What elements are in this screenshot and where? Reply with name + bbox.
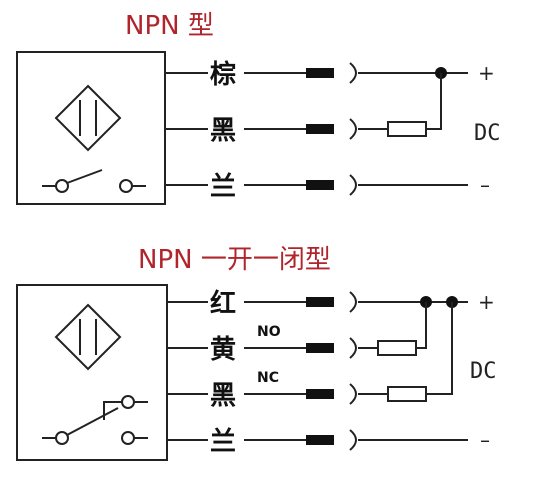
wire-label-black: 黑 <box>210 116 236 146</box>
connector-row-3 <box>244 383 357 405</box>
sensor-coil-icon <box>54 84 122 152</box>
no-load-resistor-icon <box>377 340 417 356</box>
nc-load-resistor-icon <box>387 386 427 402</box>
npn-no-nc-diagram-title: NPN 一开一闭型 <box>138 245 331 275</box>
wire-label-black: 黑 <box>210 381 236 411</box>
dc-label: DC <box>474 121 501 146</box>
sensor-body <box>16 284 168 461</box>
no-load-return-line <box>416 302 427 349</box>
sensor-coil-icon <box>54 303 122 371</box>
nc-load-return-line <box>426 302 453 395</box>
plus-sign: + <box>478 61 495 85</box>
minus-sign: – <box>480 173 490 197</box>
wire-label-blue: 兰 <box>210 427 236 457</box>
load-return-line <box>426 73 442 130</box>
load-resistor-icon <box>387 121 427 137</box>
connector-row-2 <box>244 337 357 359</box>
connector-row-1 <box>244 62 357 84</box>
npn-diagram: NPN 型 棕 黑 兰 <box>16 11 501 205</box>
connector-row-3 <box>244 174 357 196</box>
connector-row-4 <box>244 429 357 451</box>
plus-sign: + <box>478 290 495 314</box>
nc-tag: NC <box>257 370 279 386</box>
wire-label-yellow: 黄 <box>210 335 236 365</box>
changeover-switch-icon <box>42 395 148 445</box>
normally-open-switch-icon <box>42 169 146 193</box>
minus-sign: – <box>480 428 490 452</box>
sensor-body <box>16 51 166 205</box>
connector-row-2 <box>244 118 357 140</box>
no-tag: NO <box>257 324 281 340</box>
wire-label-brown: 棕 <box>210 59 236 90</box>
wire-label-red: 红 <box>210 288 236 319</box>
npn-diagram-title: NPN 型 <box>125 11 214 41</box>
wire-label-blue: 兰 <box>210 172 236 202</box>
npn-no-nc-diagram: NPN 一开一闭型 红 黄 黑 兰 NO NC <box>16 245 497 461</box>
dc-label: DC <box>470 359 497 384</box>
connector-row-1 <box>244 291 357 313</box>
